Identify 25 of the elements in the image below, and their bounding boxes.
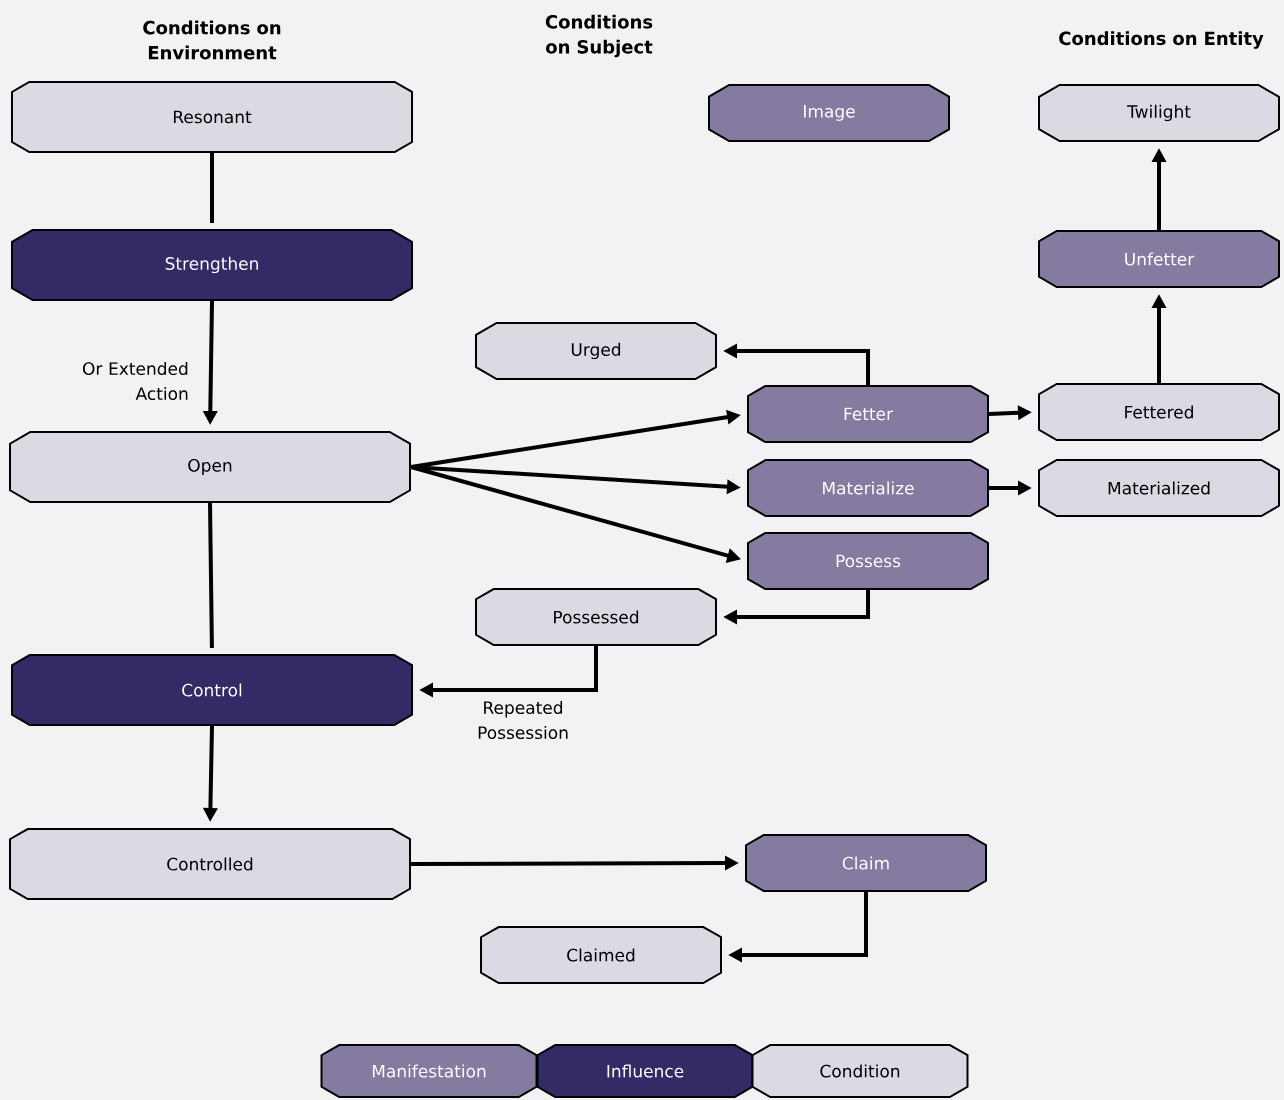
condition-box: Materialized <box>1038 459 1280 517</box>
manifestation-box: Possess <box>747 532 989 590</box>
condition-box: Possessed <box>475 588 717 646</box>
edge-label: Or Extended Action <box>83 361 188 401</box>
legend-item: Condition <box>751 1044 969 1098</box>
column-heading: Conditions on Subject <box>545 14 653 58</box>
condition-box: Claimed <box>480 926 722 984</box>
condition-box: Open <box>9 431 411 503</box>
influence-box: Control <box>11 654 413 726</box>
manifestation-box: Image <box>708 84 950 142</box>
influence-box: Strengthen <box>11 229 413 301</box>
manifestation-box: Fetter <box>747 385 989 443</box>
condition-box: Fettered <box>1038 383 1280 441</box>
condition-box: Resonant <box>11 81 413 153</box>
legend-item: Influence <box>536 1044 754 1098</box>
manifestation-box: Materialize <box>747 459 989 517</box>
legend-item: Manifestation <box>320 1044 538 1098</box>
manifestation-box: Claim <box>745 834 987 892</box>
column-heading: Conditions on Entity <box>1059 31 1264 49</box>
manifestation-box: Unfetter <box>1038 230 1280 288</box>
edge-label: Repeated Possession <box>478 700 568 740</box>
condition-box: Controlled <box>9 828 411 900</box>
condition-box: Twilight <box>1038 84 1280 142</box>
condition-box: Urged <box>475 322 717 380</box>
column-heading: Conditions on Environment <box>143 20 281 60</box>
